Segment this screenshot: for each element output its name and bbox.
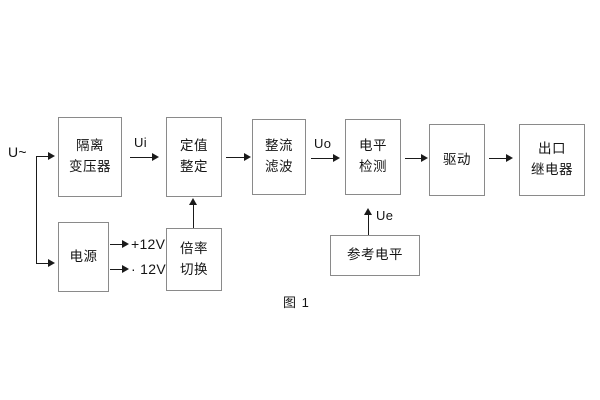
rail-positive-label: +12V — [131, 236, 166, 252]
block-level-detection[interactable]: 电平 检测 — [345, 119, 401, 195]
block-isolation-transformer-line-2: 变压器 — [69, 159, 111, 174]
source-bus-vertical-line — [36, 156, 37, 263]
arrow-setting-to-rectify-line — [226, 157, 248, 158]
arrow-level-to-drive-head — [421, 154, 428, 162]
block-multiplier-switch-line-1: 倍率 — [180, 240, 208, 256]
figure-caption: 图 1 — [283, 295, 310, 310]
arrow-reference-to-level-head — [364, 208, 372, 215]
block-level-detection-line-2: 检测 — [359, 159, 387, 174]
block-rectify-filter-line-2: 滤波 — [265, 159, 293, 174]
rail-negative-arrowhead — [122, 265, 129, 273]
rail-positive-line — [110, 244, 126, 245]
arrow-drive-to-relay-head — [506, 154, 513, 162]
arrow-rectify-to-level-head — [333, 154, 340, 162]
block-rectify-filter-line-1: 整流 — [265, 138, 293, 154]
signal-uo-label: Uo — [314, 136, 332, 151]
block-reference-level[interactable]: 参考电平 — [330, 235, 420, 276]
block-setting-value-line-2: 整定 — [180, 159, 208, 174]
branch-transformer-line — [36, 156, 50, 157]
rail-negative-line — [110, 269, 126, 270]
block-output-relay-line-2: 继电器 — [531, 162, 573, 177]
block-setting-value-line-1: 定值 — [180, 138, 208, 154]
block-drive[interactable]: 驱动 — [429, 124, 485, 196]
block-setting-value[interactable]: 定值 整定 — [166, 117, 222, 197]
block-output-relay-line-1: 出口 — [538, 141, 566, 157]
block-multiplier-switch[interactable]: 倍率 切换 — [166, 228, 222, 291]
block-reference-level-line-1: 参考电平 — [347, 247, 403, 263]
arrow-multiplier-to-setting-head — [189, 198, 197, 205]
block-power-supply-line-1: 电源 — [69, 248, 98, 264]
arrow-transformer-to-setting-head — [152, 153, 159, 161]
input-source-label: U~ — [8, 144, 27, 160]
arrow-transformer-to-setting-line — [130, 157, 154, 158]
block-drive-line-1: 驱动 — [443, 151, 471, 167]
arrow-setting-to-rectify-head — [244, 153, 251, 161]
block-rectify-filter[interactable]: 整流 滤波 — [252, 119, 306, 195]
block-isolation-transformer[interactable]: 隔离 变压器 — [58, 117, 122, 197]
arrow-level-to-drive-line — [405, 158, 425, 159]
arrow-reference-to-level-line — [368, 213, 369, 235]
block-output-relay[interactable]: 出口 继电器 — [519, 124, 585, 196]
block-level-detection-line-1: 电平 — [359, 138, 387, 154]
block-isolation-transformer-line-1: 隔离 — [76, 138, 104, 154]
arrow-drive-to-relay-line — [489, 158, 511, 159]
signal-ue-label: Ue — [376, 208, 394, 223]
arrow-rectify-to-level-line — [311, 158, 335, 159]
rail-negative-label: · 12V — [131, 261, 166, 277]
branch-power-line — [36, 263, 50, 264]
signal-ui-label: Ui — [134, 135, 147, 150]
branch-transformer-arrowhead — [48, 152, 55, 160]
branch-power-arrowhead — [48, 259, 55, 267]
block-power-supply[interactable]: 电源 — [58, 222, 109, 292]
arrow-multiplier-to-setting-line — [193, 203, 194, 228]
rail-positive-arrowhead — [122, 240, 129, 248]
block-multiplier-switch-line-2: 切换 — [180, 261, 208, 277]
